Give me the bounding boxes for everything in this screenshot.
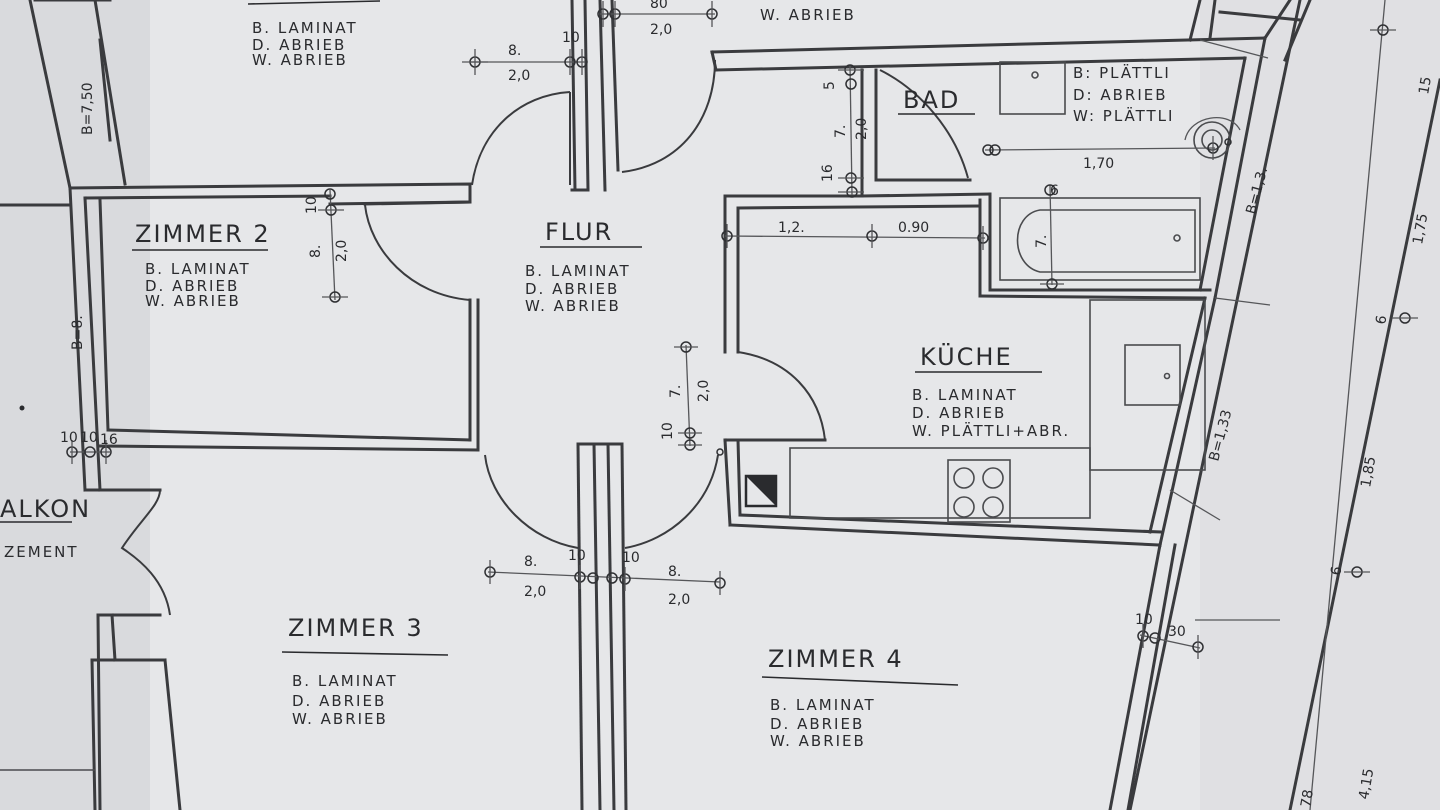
flur-title: FLUR — [545, 218, 613, 246]
dim-ext-6a: 6 — [1373, 314, 1390, 326]
doors — [120, 59, 969, 616]
dim-bottom-20b: 2,0 — [668, 592, 690, 608]
bathtub — [999, 197, 1201, 281]
dim-ext-6b: 6 — [1328, 565, 1345, 577]
bad-line-3: W: PLÄTTLI — [1073, 106, 1174, 125]
dim-right-30: 30 — [1168, 624, 1186, 640]
dim-flur2-20: 2,0 — [696, 380, 712, 402]
zimmer4-line-2: D. ABRIEB — [770, 715, 864, 733]
dim-bad-5: 5 — [822, 81, 838, 90]
fixtures — [744, 61, 1231, 523]
dim-bad-6: 6 — [1050, 183, 1059, 199]
zimmer3-line-1: B. LAMINAT — [292, 672, 398, 690]
dim-top-80: 80 — [650, 0, 668, 12]
dim-bottom-20a: 2,0 — [524, 584, 546, 600]
zimmer-top-line-1: B. LAMINAT — [252, 19, 358, 37]
zimmer2-line-2: D. ABRIEB — [145, 277, 239, 295]
flur-line-1: B. LAMINAT — [525, 262, 631, 280]
dimension-lines — [70, 0, 1386, 810]
top-right-line-1: W. ABRIEB — [760, 6, 856, 24]
bad-title: BAD — [903, 86, 960, 114]
stove — [947, 459, 1011, 523]
dim-top-20: 2,0 — [650, 22, 672, 38]
dim-bad-16: 16 — [820, 164, 836, 182]
zimmer3-line-2: D. ABRIEB — [292, 692, 386, 710]
dim-flur-10: 10 — [562, 30, 580, 46]
dim-left-80: B=8. — [70, 315, 86, 350]
dim-flur-20: 2,0 — [508, 68, 530, 84]
dim-bottom-80b: 8. — [668, 564, 681, 580]
dim-left-750: B=7,50 — [80, 82, 96, 135]
dim-bottom-80a: 8. — [524, 554, 537, 570]
dim-left-16: 16 — [100, 432, 118, 448]
zimmer4-line-1: B. LAMINAT — [770, 696, 876, 714]
dim-flur2-70: 7. — [668, 385, 684, 398]
dim-z2-10: 10 — [304, 196, 320, 214]
zimmer2-line-1: B. LAMINAT — [145, 260, 251, 278]
dim-bottom-10b: 10 — [622, 550, 640, 566]
kueche-line-1: B. LAMINAT — [912, 386, 1018, 404]
dim-bad-20: 2,0 — [854, 118, 870, 140]
zimmer4-title: ZIMMER 4 — [768, 645, 904, 673]
dim-bad-170: 1,70 — [1083, 156, 1114, 172]
kueche-line-3: W. PLÄTTLI+ABR. — [912, 421, 1070, 440]
zimmer-top-line-3: W. ABRIEB — [252, 51, 348, 69]
dim-ext-185: 1,85 — [1358, 455, 1379, 488]
zimmer2-line-3: W. ABRIEB — [145, 292, 241, 310]
bad-line-2: D: ABRIEB — [1073, 86, 1168, 104]
kitchen-counter-right — [1089, 299, 1206, 471]
dim-ext-15: 15 — [1416, 75, 1435, 95]
kueche-title: KÜCHE — [920, 342, 1013, 371]
dim-z2-80: 8. — [308, 245, 324, 258]
zimmer4-line-3: W. ABRIEB — [770, 732, 866, 750]
dim-kueche-090: 0.90 — [898, 220, 929, 236]
dim-left-10b: 10 — [80, 430, 98, 446]
dim-bad-70: 7. — [833, 125, 849, 138]
flur-line-3: W. ABRIEB — [525, 297, 621, 315]
zimmer2-title: ZIMMER 2 — [135, 220, 271, 248]
zimmer3-title: ZIMMER 3 — [288, 614, 424, 642]
balkon-line-1: ZEMENT — [4, 543, 79, 561]
paper-shadow-left — [0, 0, 150, 810]
balkon-title: ALKON — [0, 495, 91, 523]
dim-ext-415: 4,15 — [1356, 767, 1377, 800]
dim-bottom-10a: 10 — [568, 548, 586, 564]
paper-shadow-right — [1200, 0, 1440, 810]
dim-bad-7: 7. — [1034, 235, 1050, 248]
dim-ext-78: 78 — [1298, 788, 1317, 808]
bad-line-1: B: PLÄTTLI — [1073, 63, 1171, 82]
flur-line-2: D. ABRIEB — [525, 280, 619, 298]
kitchen-counter — [789, 447, 1091, 519]
dim-flur2-10: 10 — [660, 422, 676, 440]
kitchen-sink — [1124, 344, 1181, 406]
dimension-markers — [66, 1, 1418, 659]
dim-z2-20: 2,0 — [334, 240, 350, 262]
dim-kueche-120: 1,2. — [778, 220, 805, 236]
zimmer3-line-3: W. ABRIEB — [292, 710, 388, 728]
dim-flur-80: 8. — [508, 43, 521, 59]
dim-left-10a: 10 — [60, 430, 78, 446]
kueche-line-2: D. ABRIEB — [912, 404, 1006, 422]
bad-sink — [999, 61, 1066, 115]
dim-right-10: 10 — [1135, 612, 1153, 628]
zimmer-top-line-2: D. ABRIEB — [252, 36, 346, 54]
dim-ext-175: 1,75 — [1410, 212, 1431, 245]
